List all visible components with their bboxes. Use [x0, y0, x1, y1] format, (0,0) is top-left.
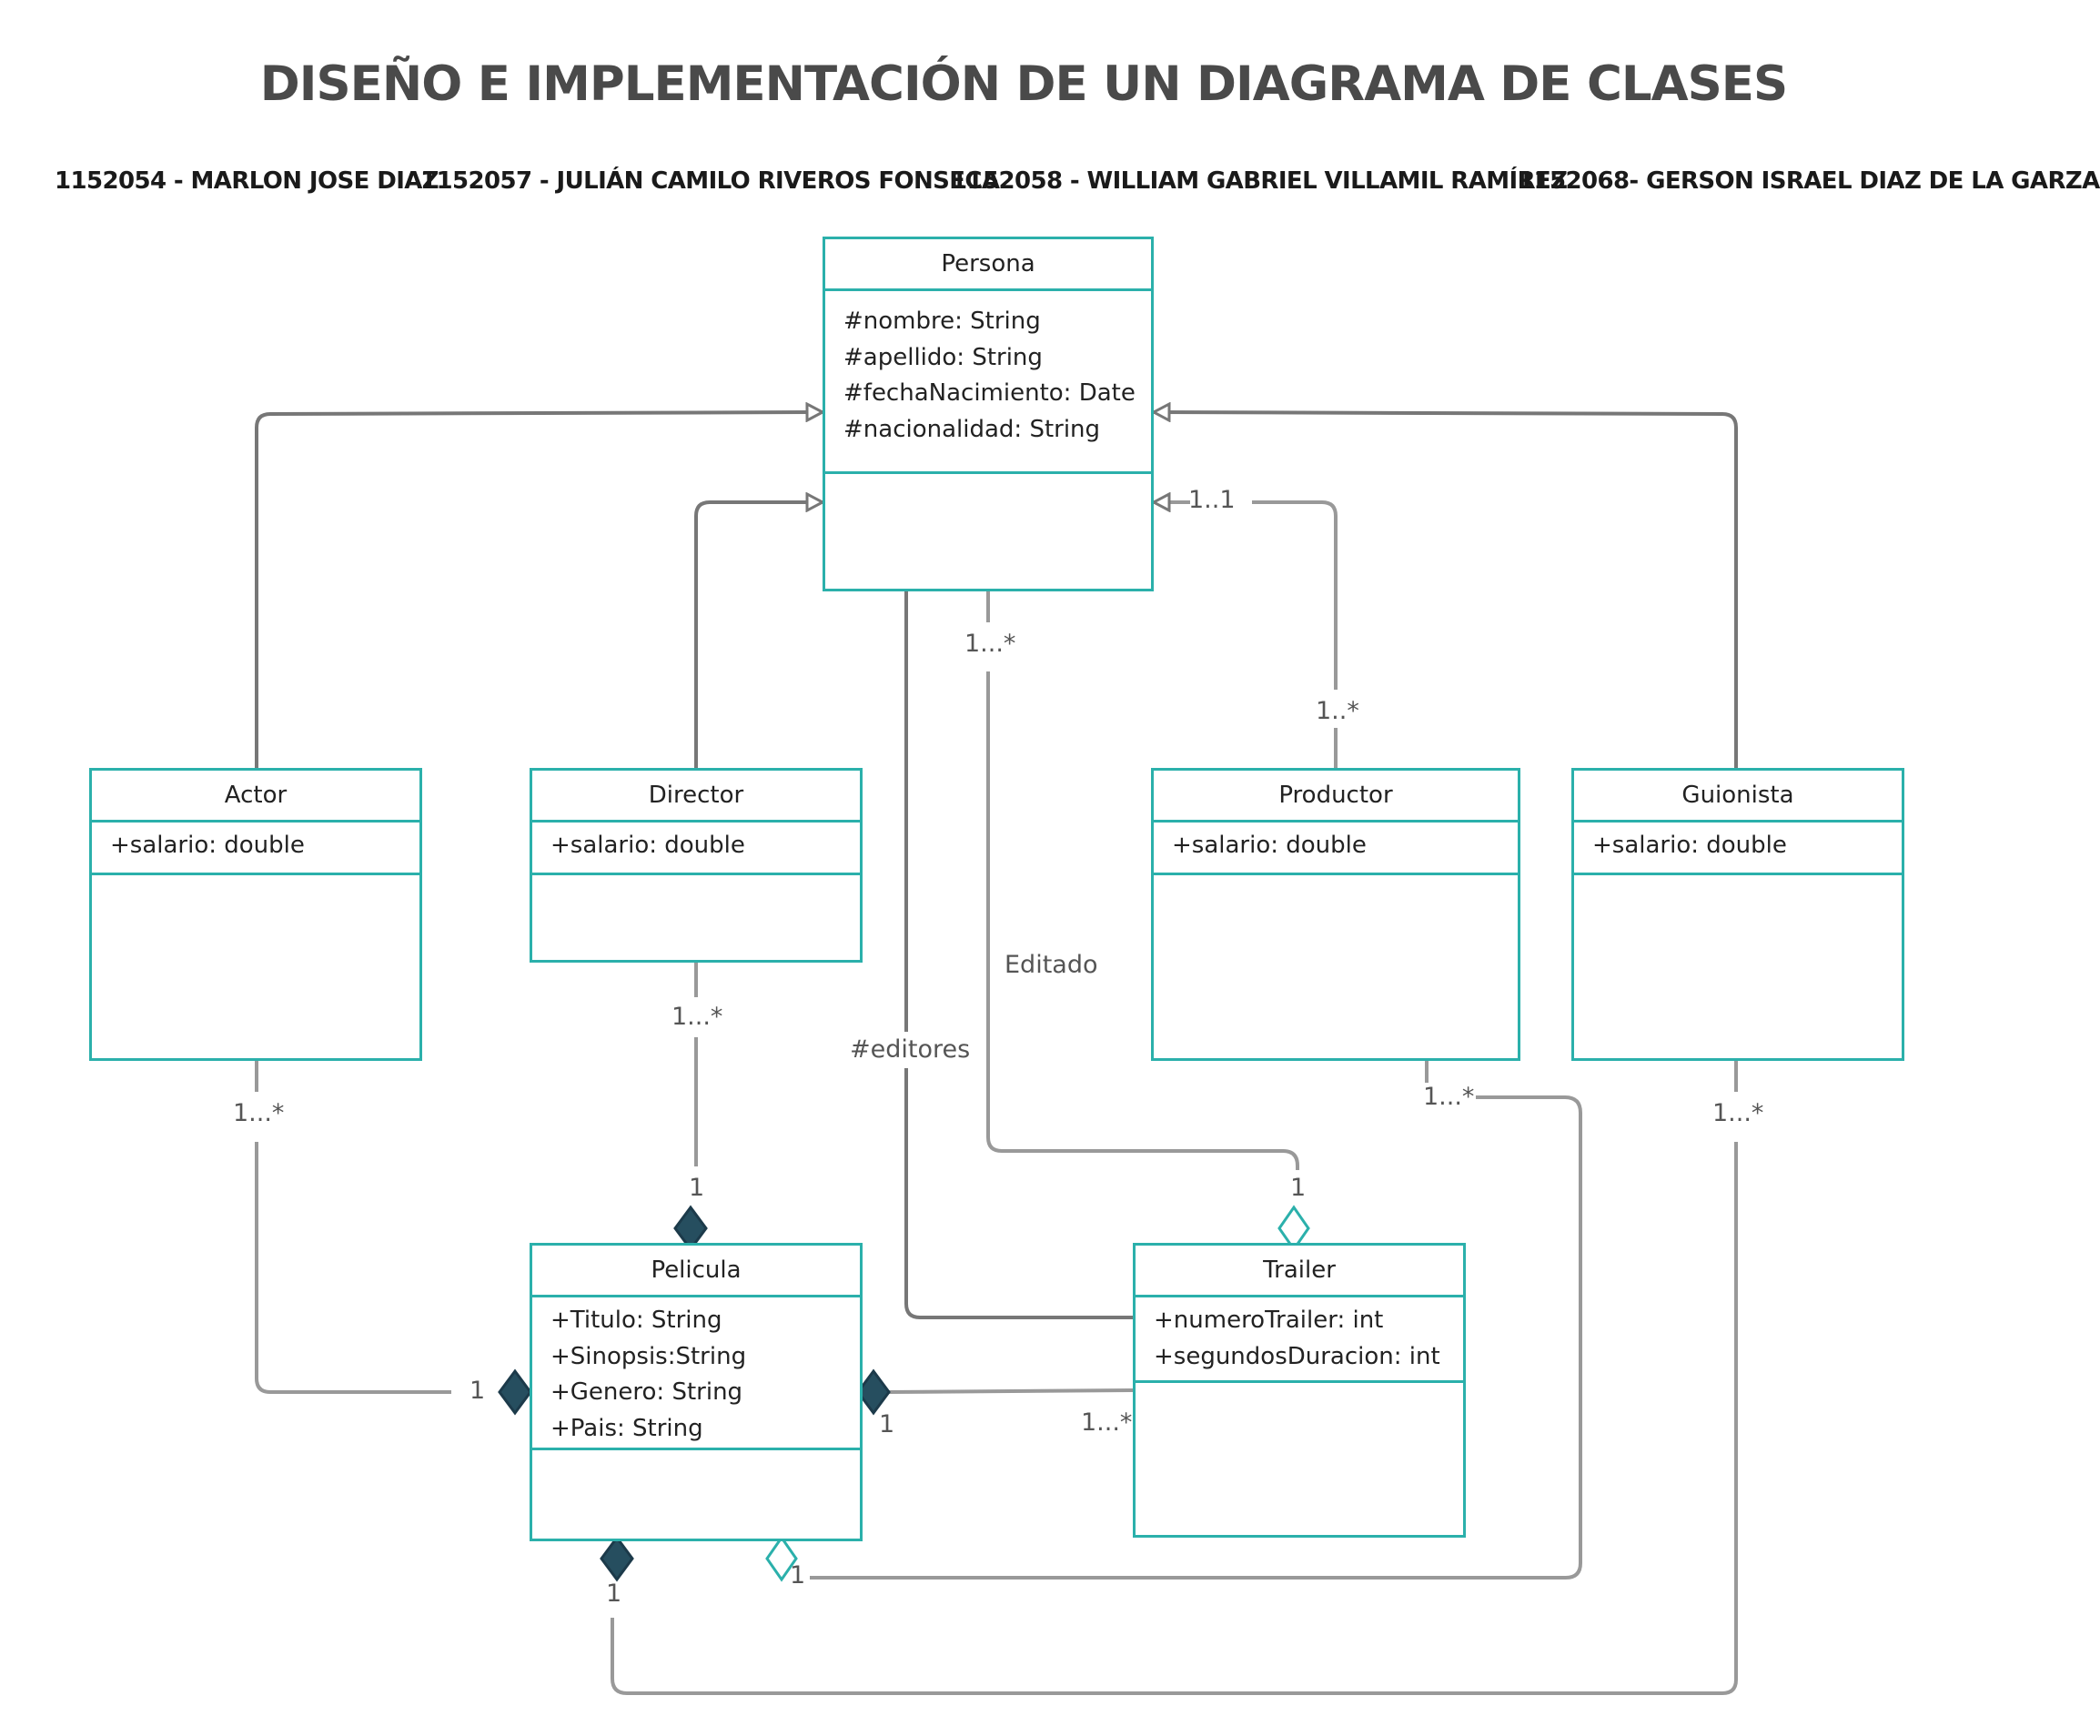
attribute: +segundosDuracion: int	[1154, 1342, 1440, 1370]
aggregation-productor-pelicula	[810, 1061, 1582, 1580]
hollow-diamond-productor	[765, 1535, 798, 1582]
attribute: +Pais: String	[550, 1414, 703, 1442]
author-3: 1152058 - WILLIAM GABRIEL VILLAMIL RAMÍR…	[951, 167, 1568, 195]
attributes: +salario: double	[1154, 823, 1518, 875]
attributes: +numeroTrailer: int +segundosDuracion: i…	[1136, 1297, 1463, 1383]
attribute: #nombre: String	[843, 308, 1041, 335]
diagram-title: DISEÑO E IMPLEMENTACIÓN DE UN DIAGRAMA D…	[259, 56, 1788, 112]
multiplicity-label: 1...*	[1423, 1083, 1475, 1111]
author-1: 1152054 - MARLON JOSE DIAZ	[55, 167, 439, 195]
filled-diamond-guionista	[600, 1535, 634, 1582]
filled-diamond-actor	[498, 1368, 532, 1416]
multiplicity-label: 1	[879, 1410, 895, 1438]
class-name: Persona	[825, 239, 1151, 291]
multiplicity-label: 1	[689, 1174, 705, 1202]
composition-actor-pelicula	[255, 1061, 451, 1394]
attribute: +Sinopsis:String	[550, 1342, 747, 1370]
class-trailer[interactable]: Trailer +numeroTrailer: int +segundosDur…	[1133, 1243, 1466, 1538]
filled-diamond-trailer	[856, 1368, 891, 1416]
association-editores	[904, 591, 1133, 1319]
class-actor[interactable]: Actor +salario: double	[89, 768, 422, 1061]
multiplicity-label: 1..*	[1316, 697, 1359, 725]
attributes: +salario: double	[532, 823, 860, 875]
inheritance-guionista-persona	[1154, 412, 1738, 768]
association-editado	[986, 591, 1299, 1170]
multiplicity-label: 1	[606, 1580, 622, 1608]
inheritance-actor-persona	[255, 412, 823, 768]
class-name: Actor	[92, 771, 419, 823]
attribute: +Genero: String	[550, 1378, 743, 1406]
class-name: Guionista	[1574, 771, 1902, 823]
role-label-editado: Editado	[1005, 951, 1098, 979]
author-4: 1152068- GERSON ISRAEL DIAZ DE LA GARZA	[1518, 167, 2100, 195]
class-productor[interactable]: Productor +salario: double	[1151, 768, 1520, 1061]
multiplicity-label: 1...*	[671, 1003, 723, 1031]
attributes: +salario: double	[92, 823, 419, 875]
class-name: Pelicula	[532, 1246, 860, 1297]
multiplicity-label: 1...*	[233, 1099, 285, 1127]
composition-trailer-pelicula	[887, 1388, 1134, 1394]
author-2: 1152057 - JULIÁN CAMILO RIVEROS FONSECA	[420, 167, 1000, 195]
class-guionista[interactable]: Guionista +salario: double	[1571, 768, 1904, 1061]
multiplicity-label: 1...*	[964, 630, 1016, 658]
attribute: +salario: double	[550, 832, 745, 859]
attributes: #nombre: String #apellido: String #fecha…	[825, 291, 1151, 474]
class-persona[interactable]: Persona #nombre: String #apellido: Strin…	[823, 237, 1154, 591]
attribute: +Titulo: String	[550, 1307, 722, 1334]
multiplicity-label: 1	[790, 1561, 806, 1590]
attributes: +salario: double	[1574, 823, 1902, 875]
multiplicity-label: 1...*	[1712, 1099, 1764, 1127]
class-name: Director	[532, 771, 860, 823]
multiplicity-label: 1..1	[1188, 486, 1236, 514]
association-productor-persona	[1154, 502, 1338, 768]
role-label-editores: #editores	[850, 1035, 971, 1064]
attribute: +salario: double	[1172, 832, 1367, 859]
attribute: +numeroTrailer: int	[1154, 1307, 1384, 1334]
attribute: #apellido: String	[843, 343, 1043, 371]
class-name: Productor	[1154, 771, 1518, 823]
attributes: +Titulo: String +Sinopsis:String +Genero…	[532, 1297, 860, 1450]
attribute: +salario: double	[110, 832, 305, 859]
attribute: #fechaNacimiento: Date	[843, 379, 1136, 407]
multiplicity-label: 1...*	[1081, 1408, 1133, 1437]
attribute: #nacionalidad: String	[843, 415, 1101, 443]
multiplicity-label: 1	[469, 1377, 486, 1405]
multiplicity-label: 1	[1290, 1174, 1307, 1202]
class-director[interactable]: Director +salario: double	[530, 768, 863, 963]
class-name: Trailer	[1136, 1246, 1463, 1297]
inheritance-director-persona	[694, 502, 823, 768]
attribute: +salario: double	[1592, 832, 1787, 859]
class-pelicula[interactable]: Pelicula +Titulo: String +Sinopsis:Strin…	[530, 1243, 863, 1541]
